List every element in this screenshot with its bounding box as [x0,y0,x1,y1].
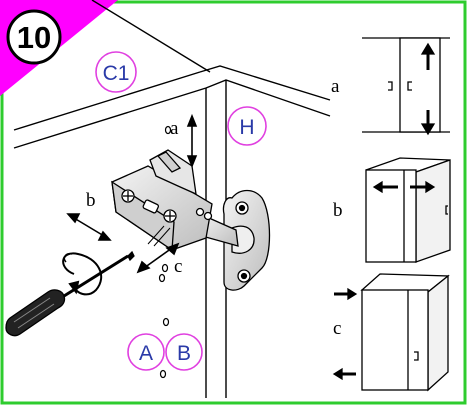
door-icon [361,289,429,391]
mounting-holes [158,125,172,379]
callout-b: B [165,333,203,371]
rotate-arrow-icon [62,252,103,296]
detail-c-label: c [333,318,341,339]
callout-ring [127,333,165,371]
label-height: a [170,118,179,139]
step-number: 10 [17,20,51,55]
callout-ring [165,333,203,371]
arrow-down-icon [420,123,436,136]
arrow-right-icon [425,180,436,194]
detail-a-label: a [331,76,340,97]
side-panel-top [199,65,331,101]
hinge-slot [142,199,160,214]
hole [161,263,169,273]
door-icon [365,169,417,263]
callout-ring [227,106,267,146]
arrow-left-icon [372,180,383,194]
adjustment-arrows [66,113,198,274]
hole [162,317,170,327]
mounting-plate-icon [222,189,271,291]
callout-h-label: H [239,116,254,139]
detail-b [365,157,451,263]
step-badge: 10 [0,0,118,96]
arrow-side [143,247,173,269]
callout-b-label: B [177,342,191,365]
label-depth: b [86,190,96,211]
top-panel-edge-2 [13,87,207,149]
hole [158,273,166,283]
hole [159,369,167,379]
arrow-up-icon [420,42,436,55]
step-number-circle [6,9,62,65]
detail-a [362,37,450,136]
callout-a: A [127,333,165,371]
arrow-depth [73,217,105,237]
cabinet-side [427,274,449,392]
arrow-left-icon [332,367,343,381]
hole [164,125,172,135]
hinge-icon [111,149,271,291]
callout-h: H [227,106,267,146]
cabinet-side [415,159,451,263]
top-panel-edge-1 [13,71,201,131]
callout-ring [95,51,137,93]
callout-c1-label: C1 [103,62,130,85]
callout-a-label: A [139,342,153,365]
detail-b-label: b [333,200,343,221]
arrow-right-icon [347,287,358,301]
door-icon [399,37,441,133]
label-side: c [174,256,182,277]
top-panel-back-edge [91,0,211,73]
detail-c [332,273,450,392]
callout-c1: C1 [95,51,137,93]
